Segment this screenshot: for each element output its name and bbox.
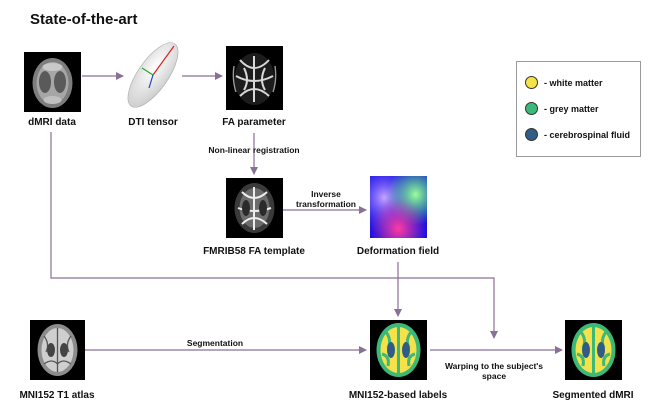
edge-dmri-to-warp <box>50 132 498 339</box>
label-fa-parameter: FA parameter <box>222 117 286 128</box>
dti-tensor-icon <box>127 42 179 108</box>
label-dmri-data: dMRI data <box>28 117 76 128</box>
inverse-line-1: Inverse <box>311 189 341 199</box>
legend: - white matter - grey matter - cerebrosp… <box>516 61 641 157</box>
mni-atlas-image <box>30 320 85 380</box>
label-warping: Warping to the subject's space <box>444 361 544 382</box>
label-mni-labels: MNI152-based labels <box>348 390 448 401</box>
label-deformation-field: Deformation field <box>356 246 440 257</box>
label-nonlinear-registration: Non-linear registration <box>208 145 300 155</box>
warping-line-1: Warping to the subject's <box>444 361 544 371</box>
label-fmrib-template: FMRIB58 FA template <box>203 246 305 257</box>
label-segmented-dmri: Segmented dMRI <box>552 390 634 401</box>
legend-label-grey-matter: - grey matter <box>544 103 599 114</box>
dmri-brain-image <box>24 52 81 112</box>
label-dti-tensor: DTI tensor <box>128 117 178 128</box>
label-segmentation: Segmentation <box>186 338 244 348</box>
mni-labels-image <box>370 320 427 380</box>
label-mni-atlas: MNI152 T1 atlas <box>19 390 95 401</box>
warping-line-2: space <box>481 370 507 381</box>
legend-item-grey-matter: - grey matter <box>525 102 599 115</box>
label-inverse-transformation: Inverse transformation <box>296 189 356 210</box>
inverse-line-2: transformation <box>296 198 356 209</box>
legend-label-csf: - cerebrospinal fluid <box>544 129 631 140</box>
diagram-title: State-of-the-art <box>30 11 138 28</box>
deformation-field-image <box>370 176 427 238</box>
csf-swatch <box>525 128 538 141</box>
segmented-dmri-image <box>565 320 622 380</box>
legend-item-white-matter: - white matter <box>525 76 603 89</box>
fmrib-template-image <box>226 178 283 238</box>
white-matter-swatch <box>525 76 538 89</box>
fa-parameter-image <box>226 46 283 110</box>
legend-label-white-matter: - white matter <box>544 77 603 88</box>
grey-matter-swatch <box>525 102 538 115</box>
legend-item-csf: - cerebrospinal fluid <box>525 128 630 141</box>
